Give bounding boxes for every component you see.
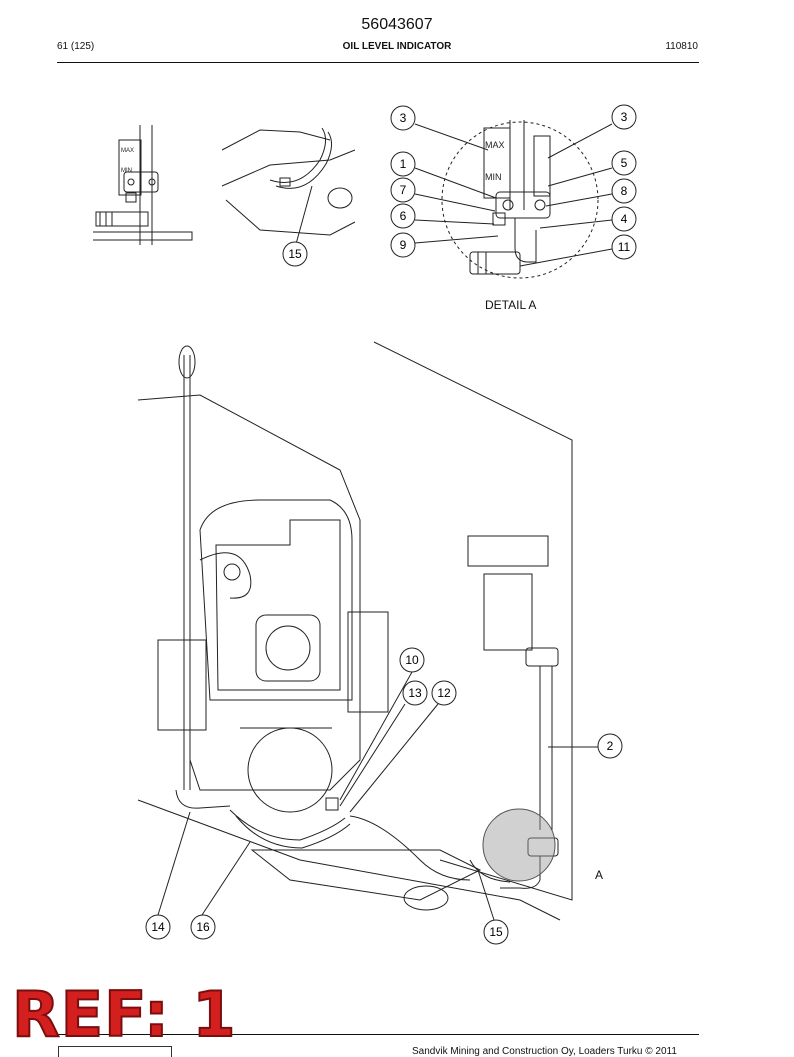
reference-stamp: REF: 1 [11,978,237,1051]
svg-text:12: 12 [437,686,451,700]
callout-4: 4 [611,206,637,232]
callout-12: 12 [431,680,457,706]
callout-11: 11 [611,234,637,260]
document-number: 56043607 [361,16,433,33]
footer-rule [57,1034,699,1035]
svg-text:11: 11 [618,240,631,254]
svg-text:3: 3 [400,111,407,125]
header-rule [57,62,699,63]
svg-text:4: 4 [621,212,628,226]
page-title: OIL LEVEL INDICATOR [342,41,452,52]
callout-3-left: 3 [390,105,416,131]
svg-text:15: 15 [489,925,503,939]
leader-lines-main [157,671,598,921]
svg-text:3: 3 [621,110,628,124]
footer-copyright: Sandvik Mining and Construction Oy, Load… [412,1046,677,1057]
svg-text:2: 2 [607,739,614,753]
svg-text:7: 7 [400,183,407,197]
callout-2: 2 [597,733,623,759]
max-mark-detail: MAX [485,140,505,150]
brand-logo [58,1046,172,1057]
svg-text:16: 16 [196,920,210,934]
main-assembly-view [137,341,573,921]
callout-9: 9 [390,232,416,258]
callout-7: 7 [390,177,416,203]
svg-text:1: 1 [400,157,407,171]
leader-lines-detail [414,123,613,267]
callout-13: 13 [402,680,428,706]
svg-text:10: 10 [405,653,419,667]
gauge-thumbnail-view: MAX MIN [93,125,193,245]
callout-14: 14 [145,914,171,940]
callout-3-right: 3 [611,104,637,130]
callout-15-main: 15 [483,919,509,945]
date-code: 110810 [665,41,698,52]
callout-15-thumbnail: 15 [282,241,308,267]
svg-text:14: 14 [151,920,165,934]
min-mark-detail: MIN [485,172,502,182]
svg-text:15: 15 [288,247,302,261]
callout-1: 1 [390,151,416,177]
detail-a-marker: A [595,868,604,882]
callout-8: 8 [611,178,637,204]
detail-a-highlight [482,808,556,882]
svg-text:5: 5 [621,156,628,170]
svg-text:13: 13 [408,686,422,700]
callout-6: 6 [390,203,416,229]
callout-5: 5 [611,150,637,176]
svg-text:6: 6 [400,209,407,223]
callout-16: 16 [190,914,216,940]
detail-a-label: DETAIL A [485,298,537,312]
callout-10: 10 [399,647,425,673]
svg-text:9: 9 [400,238,407,252]
detail-a-view: MAX MIN [441,120,599,279]
page-number: 61 (125) [57,41,95,52]
min-mark-small: MIN [121,168,132,174]
svg-text:8: 8 [621,184,628,198]
max-mark-small: MAX [121,148,134,154]
hose-thumbnail-view [221,127,356,245]
